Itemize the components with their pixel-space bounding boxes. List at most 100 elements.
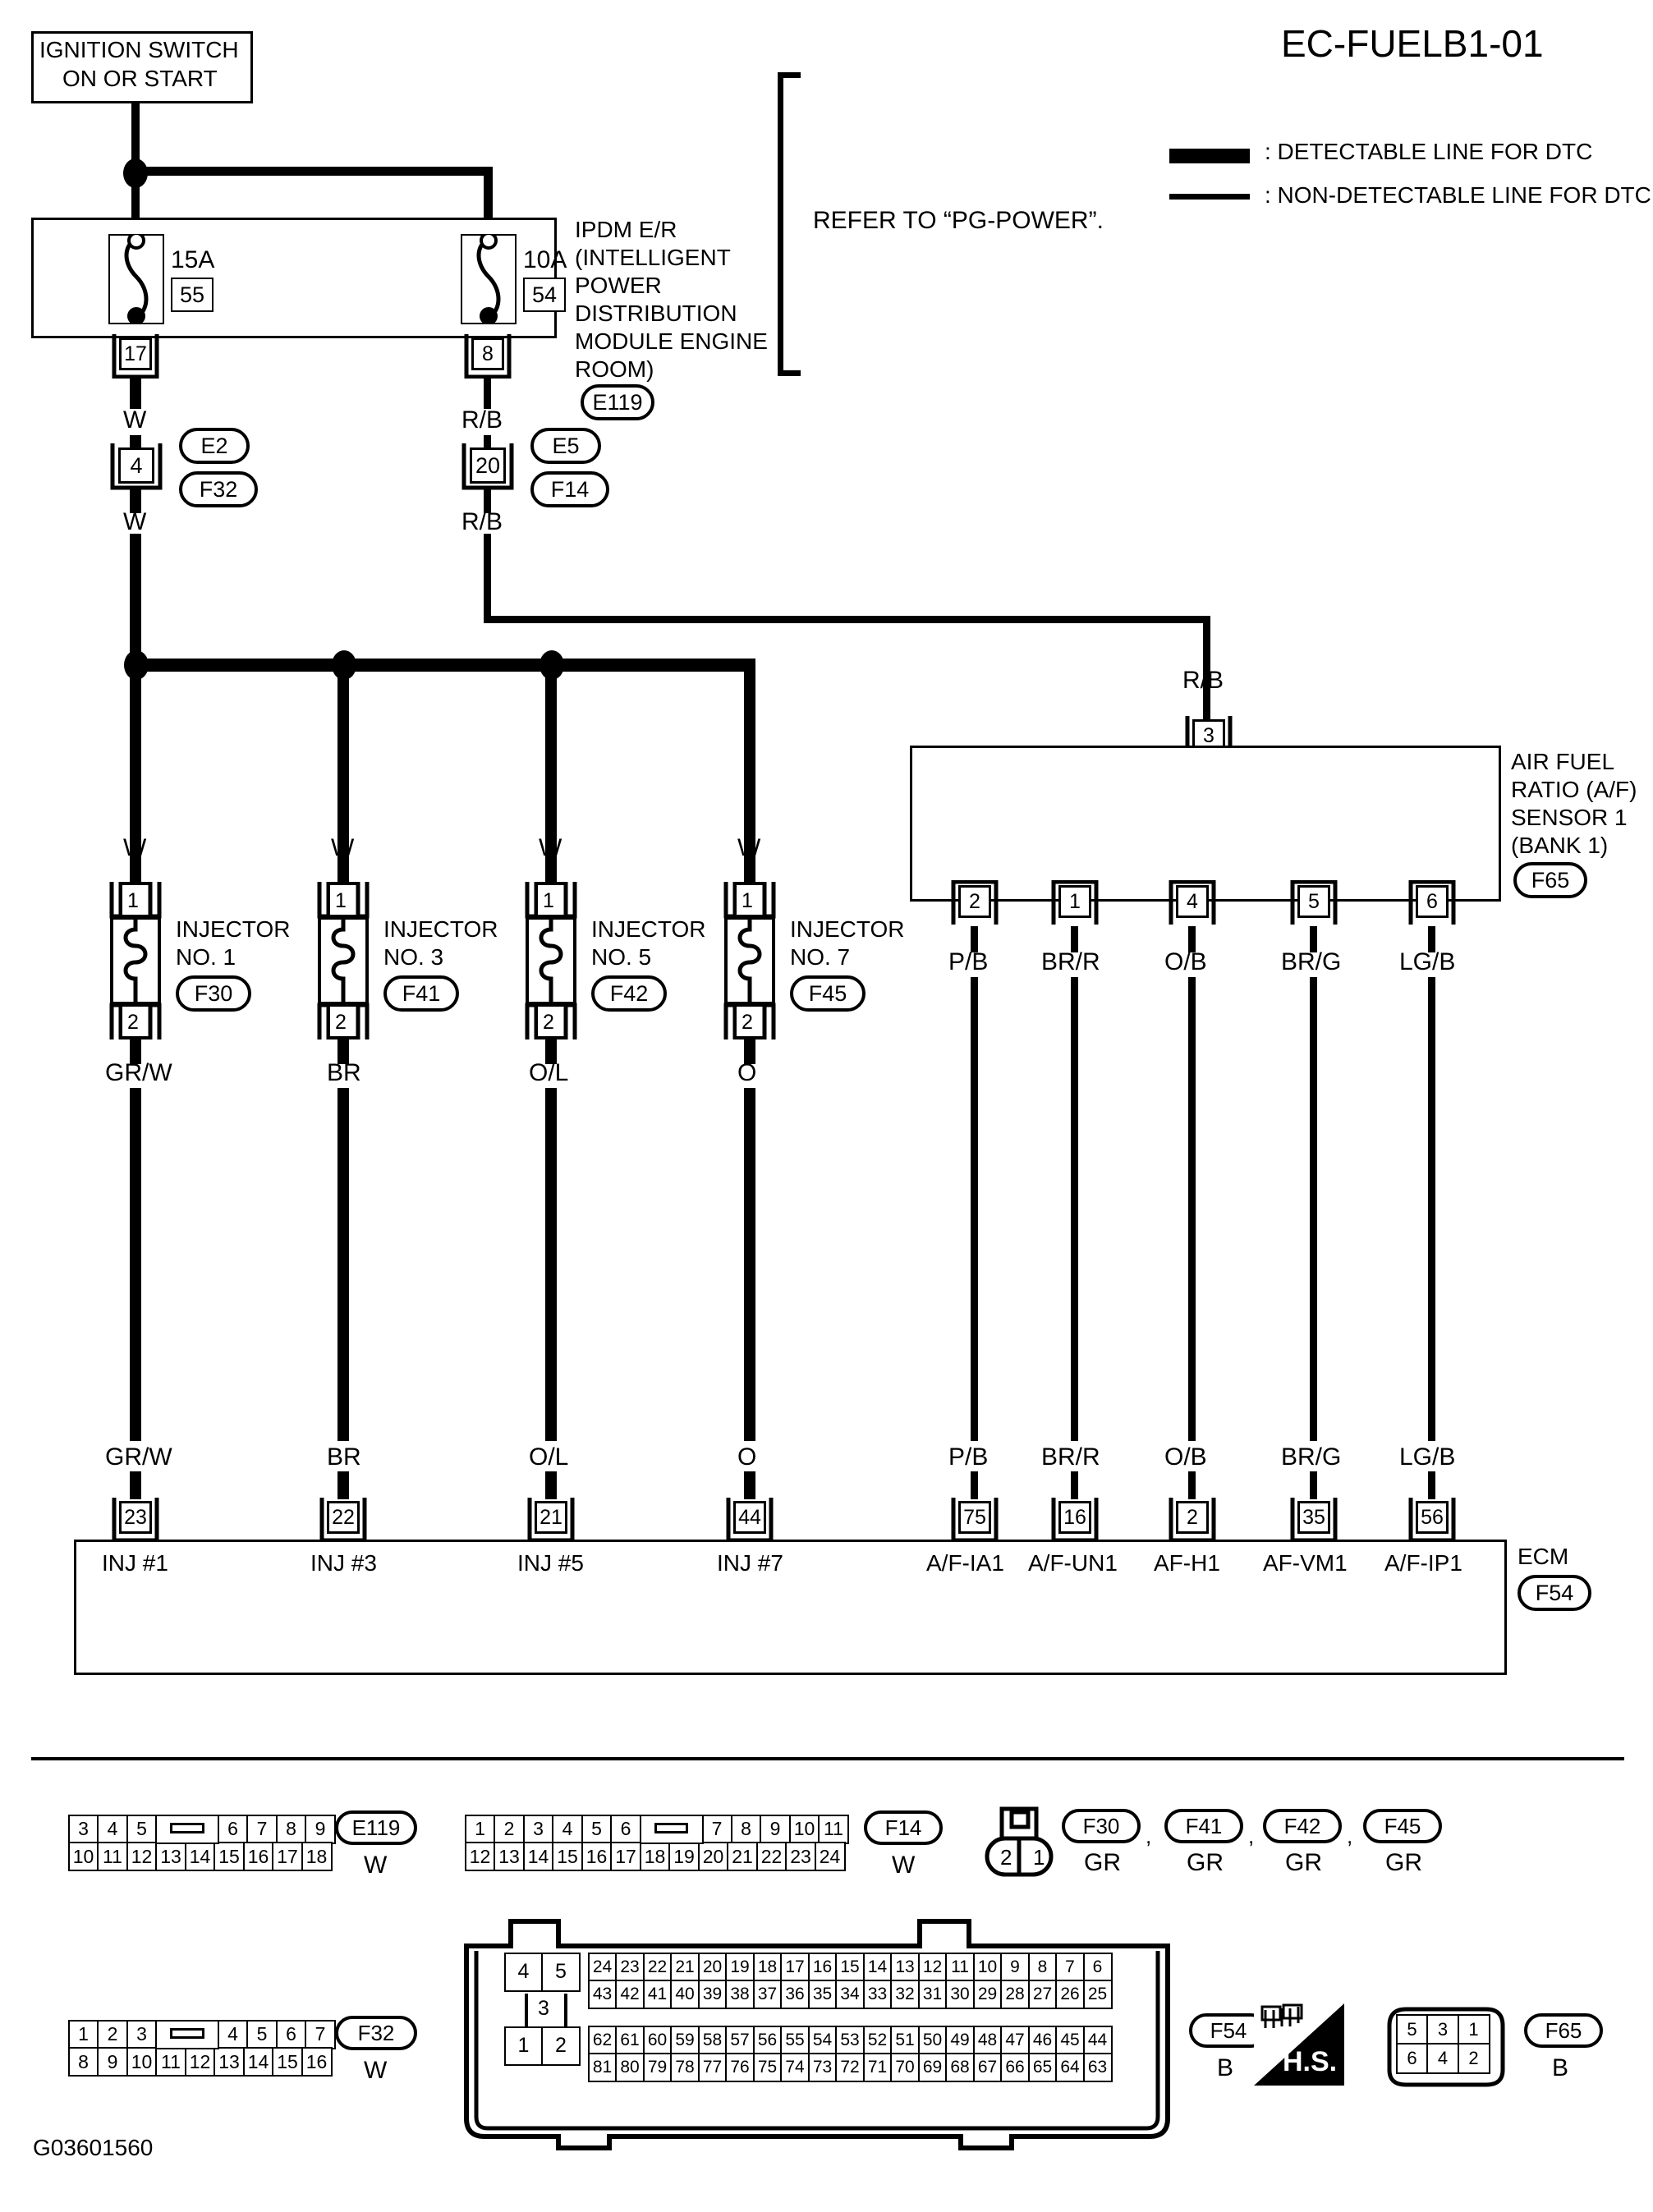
ecm-conn-lower-rows: 62 61 60 59 58 57 56 55 54 53 52 51 50 4…: [587, 2025, 1113, 2082]
refer-bracket-stem: [778, 72, 783, 376]
ecm-conn-pin: 81: [587, 2053, 618, 2082]
f32-pin: 10: [126, 2047, 158, 2077]
ecm-conn-pin: 27: [1027, 1980, 1058, 2009]
af-sensor-terminal-1: 1: [1050, 880, 1100, 926]
wire-w-into-inj7: [744, 859, 755, 883]
ecm-conn-pin: 61: [615, 2025, 645, 2055]
ecm-conn-pin: 51: [890, 2025, 920, 2055]
ecm-conn-pin: 47: [1000, 2025, 1030, 2055]
ecm-conn-pin: 72: [835, 2053, 865, 2082]
connector-view-f54-color: B: [1217, 2054, 1234, 2081]
injector-connector-id-f30: F30: [1062, 1809, 1141, 1843]
e119-pin: 15: [214, 1842, 245, 1871]
wire-label-o-inj7: O: [737, 1059, 757, 1086]
ecm-conn-pin: 29: [972, 1980, 1003, 2009]
ecm-wire-label-35: BR/G: [1281, 1443, 1342, 1471]
wire-w-drop-inj1: [130, 665, 141, 862]
injector-3-connector-id: F41: [383, 975, 459, 1012]
wire-inj1-long: [130, 1088, 141, 1441]
f14-pin: 13: [494, 1842, 525, 1871]
terminal-bracket-icon: [1290, 880, 1338, 925]
ipdm-label-line-3: POWER: [575, 273, 662, 298]
af-sensor-terminal-6-number: 6: [1416, 885, 1449, 918]
refer-bracket-bottom: [778, 370, 801, 376]
wire-stub-ecm-2: [1188, 1471, 1196, 1499]
f32-pin: 12: [184, 2047, 216, 2077]
ecm-signal-af-ip1: A/F-IP1: [1384, 1550, 1462, 1576]
inline-connector-20-upper-id: E5: [530, 428, 601, 464]
ecm-terminal-23-number: 23: [119, 1501, 152, 1534]
ecm-conn-pin: 33: [862, 1980, 893, 2009]
ecm-conn-pin: 40: [670, 1980, 700, 2009]
terminal-bracket-icon: [951, 880, 999, 925]
ecm-conn-pin: 18: [752, 1952, 783, 1982]
wire-w-main-down: [130, 534, 141, 665]
ecm-conn-pin: 71: [862, 2053, 893, 2082]
e119-pin: 17: [272, 1842, 303, 1871]
ecm-conn-pin: 66: [1000, 2053, 1030, 2082]
figure-code: G03601560: [33, 2135, 154, 2160]
injector-1-pin-top: 1: [127, 889, 139, 912]
injector-connector-id-f45: F45: [1363, 1809, 1442, 1843]
ecm-wire-label-75: P/B: [948, 1443, 989, 1471]
f14-pin: 10: [788, 1814, 820, 1844]
f65-pin: 5: [1395, 2013, 1429, 2045]
ecm-conn-pin: 38: [725, 1980, 755, 2009]
ecm-conn-pin: 36: [780, 1980, 810, 2009]
injector-3-pin-top: 1: [335, 889, 347, 912]
ipdm-label-line-4: DISTRIBUTION: [575, 301, 737, 326]
ecm-conn-pin: 39: [697, 1980, 728, 2009]
injector-connector-id-f42: F42: [1263, 1809, 1342, 1843]
ecm-conn-pin: 80: [615, 2053, 645, 2082]
ecm-terminal-22-number: 22: [327, 1501, 360, 1534]
ecm-conn-pin: 69: [917, 2053, 948, 2082]
wire-inj7-out: [744, 1038, 755, 1064]
connector-view-f32-id: F32: [335, 2016, 417, 2050]
ecm-terminal-21: 21: [526, 1496, 576, 1542]
e119-pin: 6: [217, 1814, 249, 1844]
ecm-conn-pin: 1: [503, 2026, 544, 2066]
injector-3-name-line2: NO. 3: [383, 944, 444, 970]
connector-view-f65-color: B: [1552, 2054, 1569, 2081]
injector-5-connector-id: F42: [591, 975, 667, 1012]
wire-label-ol-inj5: O/L: [529, 1059, 569, 1086]
injector-7-connector-id: F45: [790, 975, 866, 1012]
e119-pin: 8: [275, 1814, 307, 1844]
wire-label-pb-af: P/B: [948, 948, 989, 975]
section-divider: [31, 1757, 1624, 1760]
ecm-terminal-56-number: 56: [1416, 1501, 1449, 1534]
f32-row-top: 1 2 3 4 5 6 7: [67, 2019, 336, 2049]
f14-pin: 3: [522, 1814, 554, 1844]
ecm-conn-pin: 23: [615, 1952, 645, 1982]
ecm-conn-pin: 37: [752, 1980, 783, 2009]
ecm-conn-pin: 43: [587, 1980, 618, 2009]
wire-ipdm8-down: [484, 378, 491, 409]
ecm-conn-pin: 58: [697, 2025, 728, 2055]
legend-thick-line-swatch: [1169, 149, 1250, 163]
wire-af-2-short: [971, 926, 978, 952]
af-sensor-terminal-1-number: 1: [1058, 885, 1091, 918]
e119-pin: 18: [301, 1842, 333, 1871]
injector-7-pin-top: 1: [742, 889, 753, 912]
ecm-conn-pin: 5: [541, 1952, 581, 1992]
wire-af-1-short: [1071, 926, 1078, 952]
ipdm-terminal-17: 17: [111, 333, 160, 379]
wire-inj5-long: [545, 1088, 557, 1441]
wire-rb-vertical-1: [484, 534, 491, 622]
wire-af-4-long: [1188, 977, 1196, 1441]
ecm-conn-pin: 26: [1055, 1980, 1085, 2009]
connector-view-f32: 1 2 3 4 5 6 7 8 9 10 11 12 13 14 15 16: [67, 2019, 336, 2077]
wire-inj7-long: [744, 1088, 755, 1441]
ecm-conn-pin: 54: [807, 2025, 838, 2055]
f32-pin: 1: [67, 2019, 99, 2049]
wire-stub-ecm-16: [1071, 1471, 1078, 1499]
terminal-bracket-icon: [1408, 880, 1456, 925]
ecm-terminal-75: 75: [950, 1496, 999, 1542]
ecm-conn-pin: 75: [752, 2053, 783, 2082]
wire-af-6-short: [1428, 926, 1435, 952]
f32-pin: 6: [275, 2019, 307, 2049]
ecm-conn-pin: 32: [890, 1980, 920, 2009]
wire-af-6-long: [1428, 977, 1435, 1441]
f32-pin: 9: [97, 2047, 128, 2077]
ecm-conn-left-block-bottom: 1 2: [503, 2026, 581, 2066]
